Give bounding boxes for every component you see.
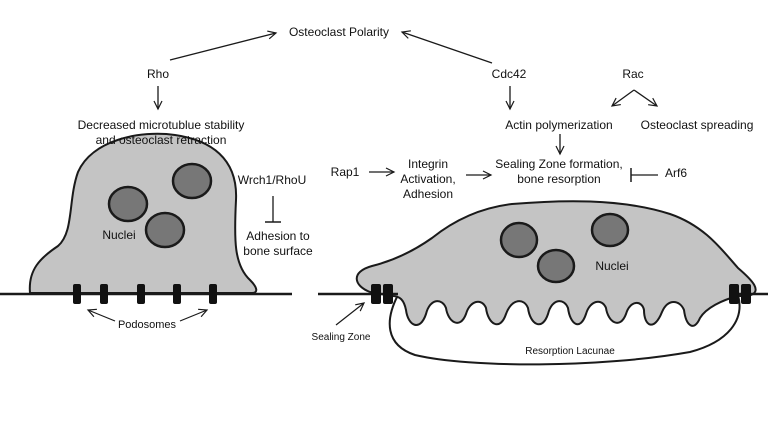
right-nucleus-1: [499, 221, 539, 259]
integrin-line3: Adhesion: [402, 187, 454, 201]
adhesion-line1: Adhesion to: [246, 229, 310, 243]
cdc42-to-polarity-arrow: [400, 30, 493, 64]
rap1-label: Rap1: [330, 165, 360, 179]
integrin-line2: Activation,: [400, 172, 456, 186]
sealing-zone-label: Sealing Zone: [311, 332, 371, 343]
wrch1-rhou-label: Wrch1/RhoU: [237, 173, 307, 187]
actin-polymerization-label: Actin polymerization: [505, 118, 613, 132]
left-nucleus-2: [171, 162, 213, 200]
podosome: [173, 284, 181, 304]
cdc42-label: Cdc42: [491, 67, 527, 81]
rac-to-actin-arrow: [610, 89, 635, 107]
rac-to-spreading-arrow: [633, 89, 659, 107]
osteoclast-polarity-title: Osteoclast Polarity: [288, 25, 390, 39]
arf6-label: Arf6: [664, 166, 688, 180]
sealing-zone-block: [383, 284, 393, 304]
rho-effect-line1: Decreased microtublue stability: [77, 118, 245, 132]
podosome: [100, 284, 108, 304]
podosomes-label: Podosomes: [117, 319, 177, 331]
integrin-line1: Integrin: [407, 157, 449, 171]
right-nucleus-3: [536, 248, 576, 284]
podosome: [137, 284, 145, 304]
adhesion-line2: bone surface: [243, 244, 313, 258]
rho-label: Rho: [146, 67, 170, 81]
podosome-arrow-right: [179, 308, 209, 322]
sealing-zone-block: [741, 284, 751, 304]
resorption-lacunae-label: Resorption Lacunae: [525, 346, 615, 357]
right-nucleus-2: [590, 212, 630, 248]
sealing-zone-block: [371, 284, 381, 304]
osteoclast-spreading-label: Osteoclast spreading: [640, 118, 754, 132]
sealing-zone-arrow: [335, 302, 366, 326]
sealing-zone-formation-line1: Sealing Zone formation,: [495, 157, 623, 171]
left-nucleus-1: [107, 185, 149, 223]
podosome: [73, 284, 81, 304]
podosome: [209, 284, 217, 304]
sealing-zone-formation-line2: bone resorption: [517, 172, 601, 186]
left-nuclei-label: Nuclei: [102, 228, 136, 242]
sealing-zone-block: [729, 284, 739, 304]
left-nucleus-3: [144, 211, 186, 249]
rac-label: Rac: [622, 67, 644, 81]
podosome-arrow-left: [86, 308, 116, 322]
rho-effect-line2: and osteoclast retraction: [95, 133, 227, 147]
right-nuclei-label: Nuclei: [595, 259, 629, 273]
rho-to-polarity-arrow: [169, 30, 278, 61]
